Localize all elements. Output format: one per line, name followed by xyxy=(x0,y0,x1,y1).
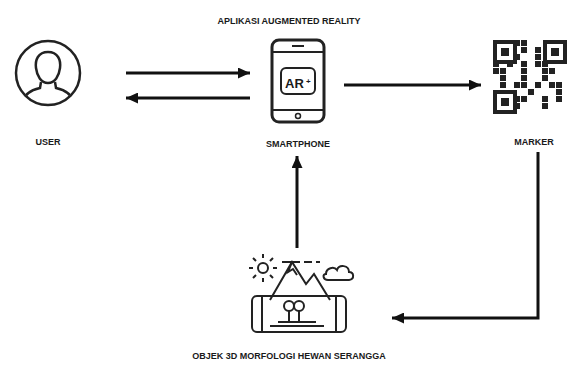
3d-object-icon xyxy=(249,254,353,332)
qr-module xyxy=(535,61,541,67)
qr-module xyxy=(535,82,541,88)
qr-module xyxy=(514,96,520,102)
label-holder: AR xyxy=(285,74,304,92)
node-label: SMARTPHONE xyxy=(266,139,330,150)
flow-arrow xyxy=(344,84,481,87)
qr-module xyxy=(514,103,520,109)
qr-module xyxy=(556,96,562,102)
qr-module xyxy=(542,61,548,67)
qr-module xyxy=(549,68,555,74)
icon-node: USER xyxy=(8,38,88,148)
qr-module xyxy=(500,82,506,88)
qr-module xyxy=(542,96,548,102)
qr-module xyxy=(514,40,520,46)
qr-module xyxy=(521,82,527,88)
flow-arrow xyxy=(296,156,299,248)
qr-module xyxy=(535,54,541,60)
qr-module xyxy=(549,82,555,88)
qr-marker-icon xyxy=(493,40,565,112)
qr-module xyxy=(507,61,513,67)
icon-node: SMARTPHONE xyxy=(252,36,344,150)
qr-module xyxy=(514,82,520,88)
node-label: USER xyxy=(35,137,60,148)
icon-label: + xyxy=(306,77,311,86)
qr-module xyxy=(528,89,534,95)
qr-module xyxy=(493,61,499,67)
qr-module xyxy=(493,68,499,74)
qr-module xyxy=(542,68,548,74)
diagram-title: APLIKASI AUGMENTED REALITY xyxy=(217,16,360,26)
qr-module xyxy=(521,47,527,53)
qr-module xyxy=(535,47,541,53)
qr-module xyxy=(521,75,527,81)
node-label: MARKER xyxy=(514,137,554,148)
icon-node: MARKER xyxy=(495,36,573,148)
qr-module xyxy=(556,89,562,95)
flow-arrow xyxy=(392,152,538,318)
qr-module xyxy=(521,68,527,74)
user-icon xyxy=(16,41,80,108)
flow-arrow xyxy=(126,97,250,100)
icon-label: AR xyxy=(285,76,304,91)
qr-module xyxy=(542,75,548,81)
qr-module xyxy=(514,54,520,60)
qr-module xyxy=(500,68,506,74)
flow-arrow xyxy=(126,72,250,75)
qr-module xyxy=(500,75,506,81)
title-holder: APLIKASI AUGMENTED REALITY xyxy=(0,10,578,28)
label-holder: + xyxy=(306,70,311,88)
qr-module xyxy=(542,103,548,109)
icon-node: OBJEK 3D MORFOLOGI HEWAN SERANGGA xyxy=(188,250,390,362)
node-label: OBJEK 3D MORFOLOGI HEWAN SERANGGA xyxy=(192,351,386,362)
qr-module xyxy=(521,96,527,102)
qr-module xyxy=(556,82,562,88)
smartphone-icon xyxy=(272,40,324,122)
qr-module xyxy=(521,40,527,46)
qr-module xyxy=(521,61,527,67)
